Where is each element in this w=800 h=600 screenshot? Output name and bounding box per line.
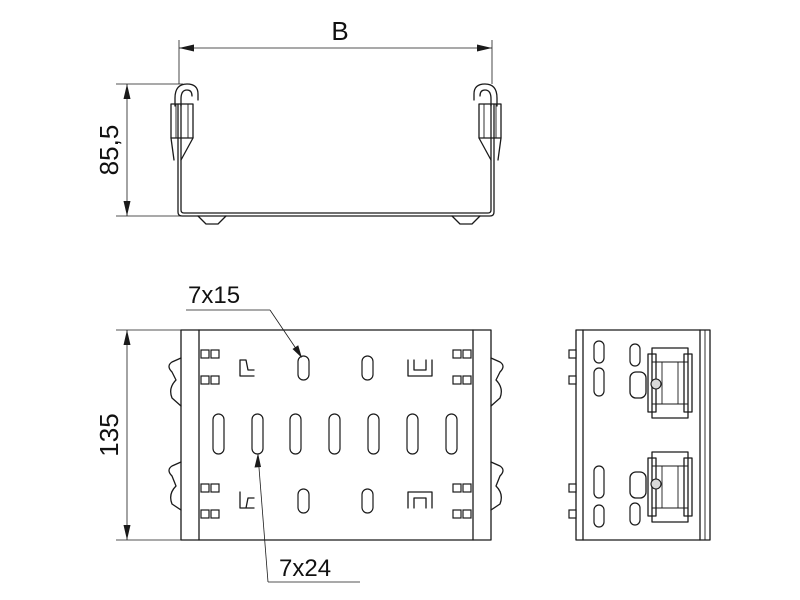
leader-arrow-icon	[292, 345, 302, 358]
right-clip-bottom	[490, 461, 504, 511]
height-label: 85,5	[94, 125, 124, 176]
arrow-right-icon	[477, 44, 492, 52]
side-view	[568, 329, 711, 541]
side-clip-top	[629, 347, 693, 419]
tray-profile-inner	[180, 103, 492, 214]
left-hook-clip	[170, 83, 199, 161]
length-label: 135	[94, 413, 124, 456]
left-foot	[197, 215, 227, 225]
small-slot-callout: 7x15	[188, 282, 240, 309]
long-slots	[212, 413, 458, 455]
long-slot-leader	[257, 454, 269, 583]
leader-arrow-icon	[254, 453, 261, 468]
right-foot	[451, 215, 481, 225]
width-label: B	[331, 16, 348, 46]
side-outline	[575, 329, 711, 541]
top-view: 135	[94, 282, 504, 583]
right-clip-top	[490, 357, 504, 407]
side-slots	[593, 340, 641, 528]
arrow-up-icon	[123, 84, 131, 99]
arrow-down-icon	[123, 201, 131, 216]
small-slots	[297, 355, 374, 514]
left-clip-bottom	[168, 461, 182, 511]
arrow-left-icon	[179, 44, 194, 52]
left-clip-top	[168, 357, 182, 407]
bolt-icon	[650, 378, 662, 390]
arrow-down-icon	[123, 525, 131, 540]
tray-base-outline	[180, 329, 492, 541]
u-tabs	[239, 359, 433, 509]
tray-profile-outer	[177, 103, 495, 217]
bolt-icon	[650, 478, 662, 490]
long-slot-callout: 7x24	[279, 555, 331, 582]
side-clip-bottom	[629, 451, 693, 523]
front-view: B 85,5	[94, 16, 502, 225]
arrow-up-icon	[123, 330, 131, 345]
right-hook-clip	[473, 83, 502, 161]
square-holes	[200, 349, 472, 519]
side-edge-ticks	[568, 349, 577, 519]
